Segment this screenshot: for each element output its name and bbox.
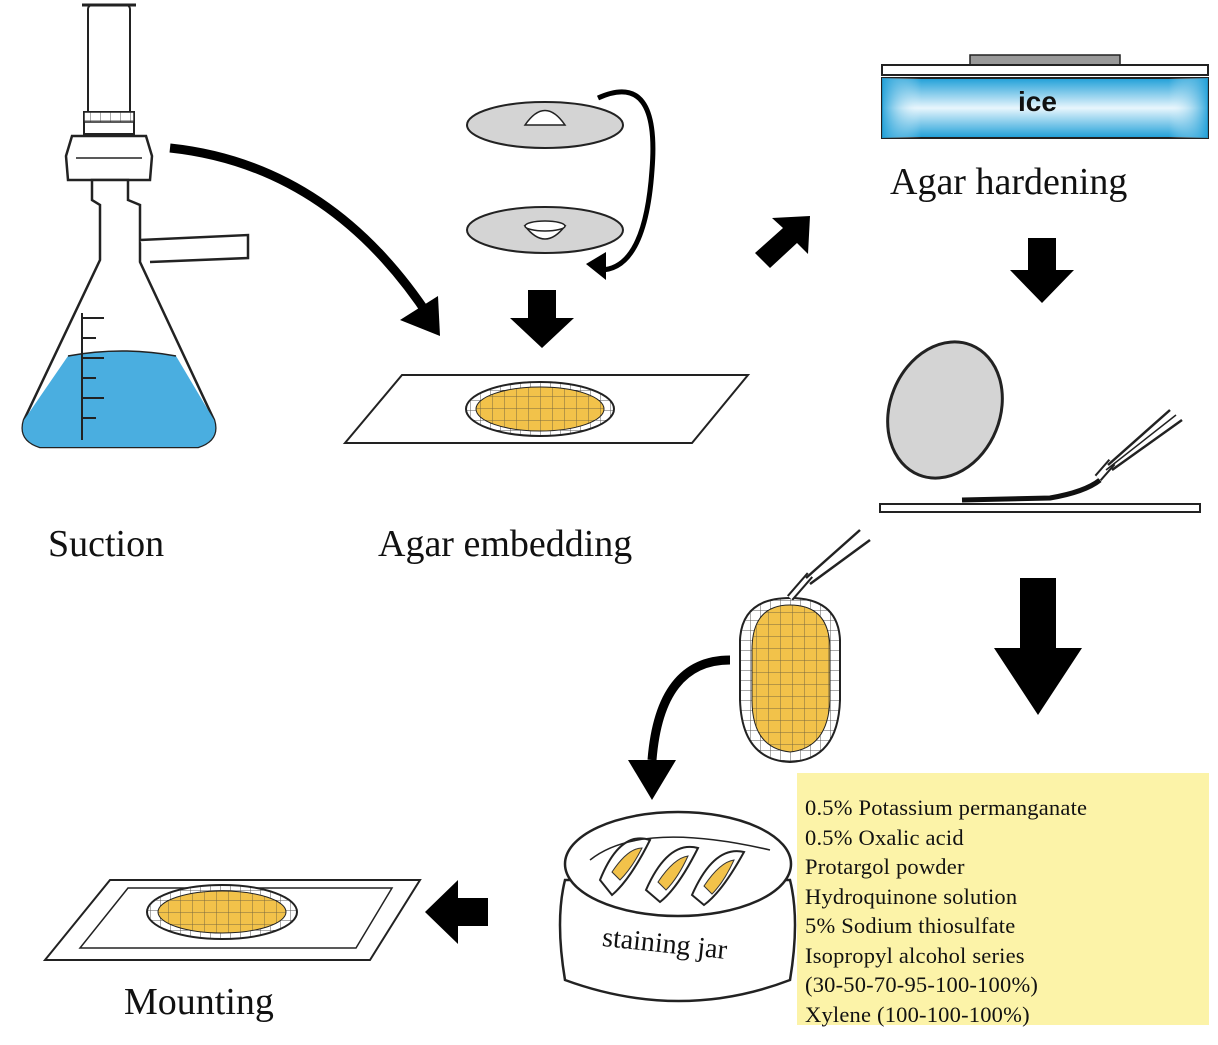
- label-ice: ice: [1018, 86, 1057, 117]
- jar-slots: [589, 836, 771, 907]
- slide-with-filter: [342, 374, 751, 444]
- reagent-item: (30-50-70-95-100-100%): [805, 972, 1039, 997]
- reagent-item: Protargol powder: [805, 854, 965, 879]
- ice-tray: [881, 54, 1209, 139]
- arrow-to-hardening: [755, 216, 810, 268]
- petri-discs: [466, 101, 624, 254]
- reagent-item: 0.5% Oxalic acid: [805, 824, 964, 850]
- held-filter: [739, 529, 871, 764]
- reagent-item: 5% Sodium thiosulfate: [805, 913, 1016, 938]
- staining-jar: [558, 810, 797, 1003]
- reagent-list: 0.5% Potassium permanganate 0.5% Oxalic …: [797, 773, 1209, 1027]
- agar-disc-lift: [879, 340, 1201, 513]
- forceps-icon: [1094, 409, 1183, 481]
- arrow-suction-to-embedding: [169, 143, 440, 336]
- label-suction: Suction: [48, 523, 165, 565]
- arrow-down-hardening: [1010, 238, 1074, 303]
- label-agar-embedding: Agar embedding: [378, 523, 633, 565]
- reagent-item: Xylene (100-100-100%): [805, 1001, 1030, 1027]
- label-mounting: Mounting: [124, 981, 274, 1023]
- arrow-down-embedding: [510, 290, 574, 348]
- arrow-to-jar: [628, 655, 731, 800]
- arrow-to-mounting: [425, 880, 488, 944]
- flip-arrow: [586, 89, 656, 280]
- forceps-icon: [786, 529, 871, 601]
- label-agar-hardening: Agar hardening: [890, 161, 1128, 203]
- reagent-item: Isopropyl alcohol series: [805, 942, 1025, 968]
- reagent-item: 0.5% Potassium permanganate: [805, 795, 1088, 820]
- reagent-item: Hydroquinone solution: [805, 883, 1018, 909]
- mounting-slide: [42, 879, 422, 961]
- arrow-down-large: [994, 578, 1082, 715]
- suction-flask: [21, 3, 250, 449]
